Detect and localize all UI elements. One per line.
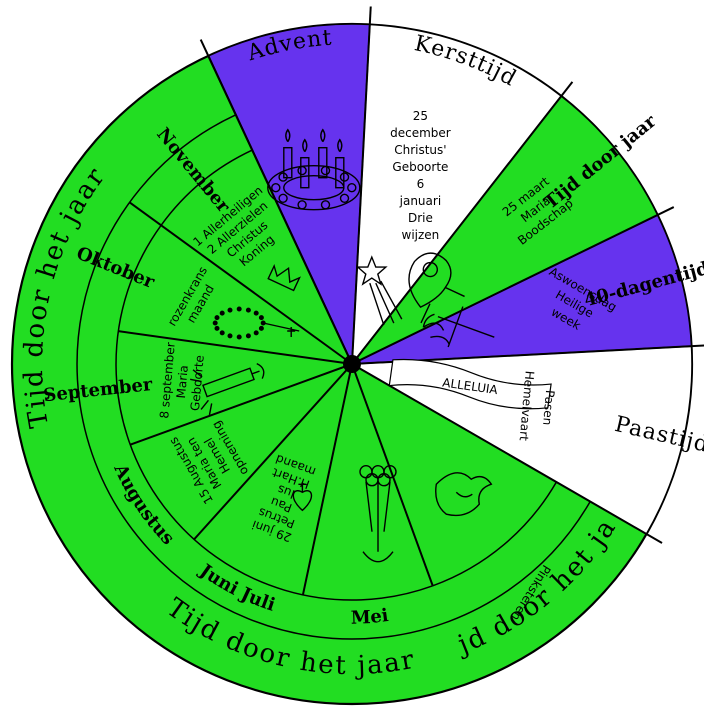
note-line: 25 <box>413 109 428 123</box>
mid-ring-arc <box>76 114 591 640</box>
segment-paastijd <box>349 345 693 536</box>
note-line: januari <box>399 194 442 208</box>
divider-line <box>301 363 353 596</box>
divider-line <box>129 363 353 446</box>
note-line: 6 <box>417 177 425 191</box>
note-line: wijzen <box>402 228 440 242</box>
divider-line <box>193 363 353 541</box>
flowers-icon <box>359 465 397 563</box>
divider-line <box>351 363 434 587</box>
inner-ring-arc <box>115 224 433 601</box>
segment-kersttijd <box>351 23 563 367</box>
note-line: Pasen <box>540 390 557 426</box>
angel-icon <box>408 252 465 324</box>
segment-veertig-dagen <box>351 213 693 365</box>
november-inner-arc <box>160 149 253 226</box>
star-icon <box>355 255 403 326</box>
heart-icon <box>292 482 313 512</box>
alleluia-banner-icon: ALLELUIA <box>388 358 552 410</box>
candle-icon <box>190 362 265 416</box>
divider-line <box>207 55 353 365</box>
divider-line <box>351 206 675 365</box>
dove-icon <box>435 472 493 517</box>
pinksteren-inner-arc <box>432 481 558 587</box>
rosary-icon <box>212 306 300 340</box>
note-line: december <box>390 126 451 140</box>
divider-line <box>128 201 353 365</box>
divider-line <box>351 363 663 544</box>
cross-icon <box>422 306 495 348</box>
segment-tijd-door-jaar-1 <box>351 95 659 365</box>
note-line: Christus' <box>394 143 446 157</box>
crown-icon <box>267 263 301 292</box>
note-line: Geboorte <box>188 355 207 412</box>
divider-line <box>118 330 353 365</box>
note-line: lus <box>276 482 297 501</box>
center-hub <box>343 355 361 373</box>
advent-wreath-icon <box>267 128 361 211</box>
note-line: Geboorte <box>392 160 448 174</box>
note-line: Drie <box>408 211 433 225</box>
note-line: Hemelvaart <box>517 370 537 442</box>
note-line: Pau <box>269 494 294 515</box>
note-line: Maria <box>174 365 191 399</box>
divider-line <box>351 81 574 365</box>
note-line: 8 september <box>157 342 178 419</box>
month-title-mei: Mei <box>350 605 389 629</box>
divider-line <box>351 6 372 365</box>
